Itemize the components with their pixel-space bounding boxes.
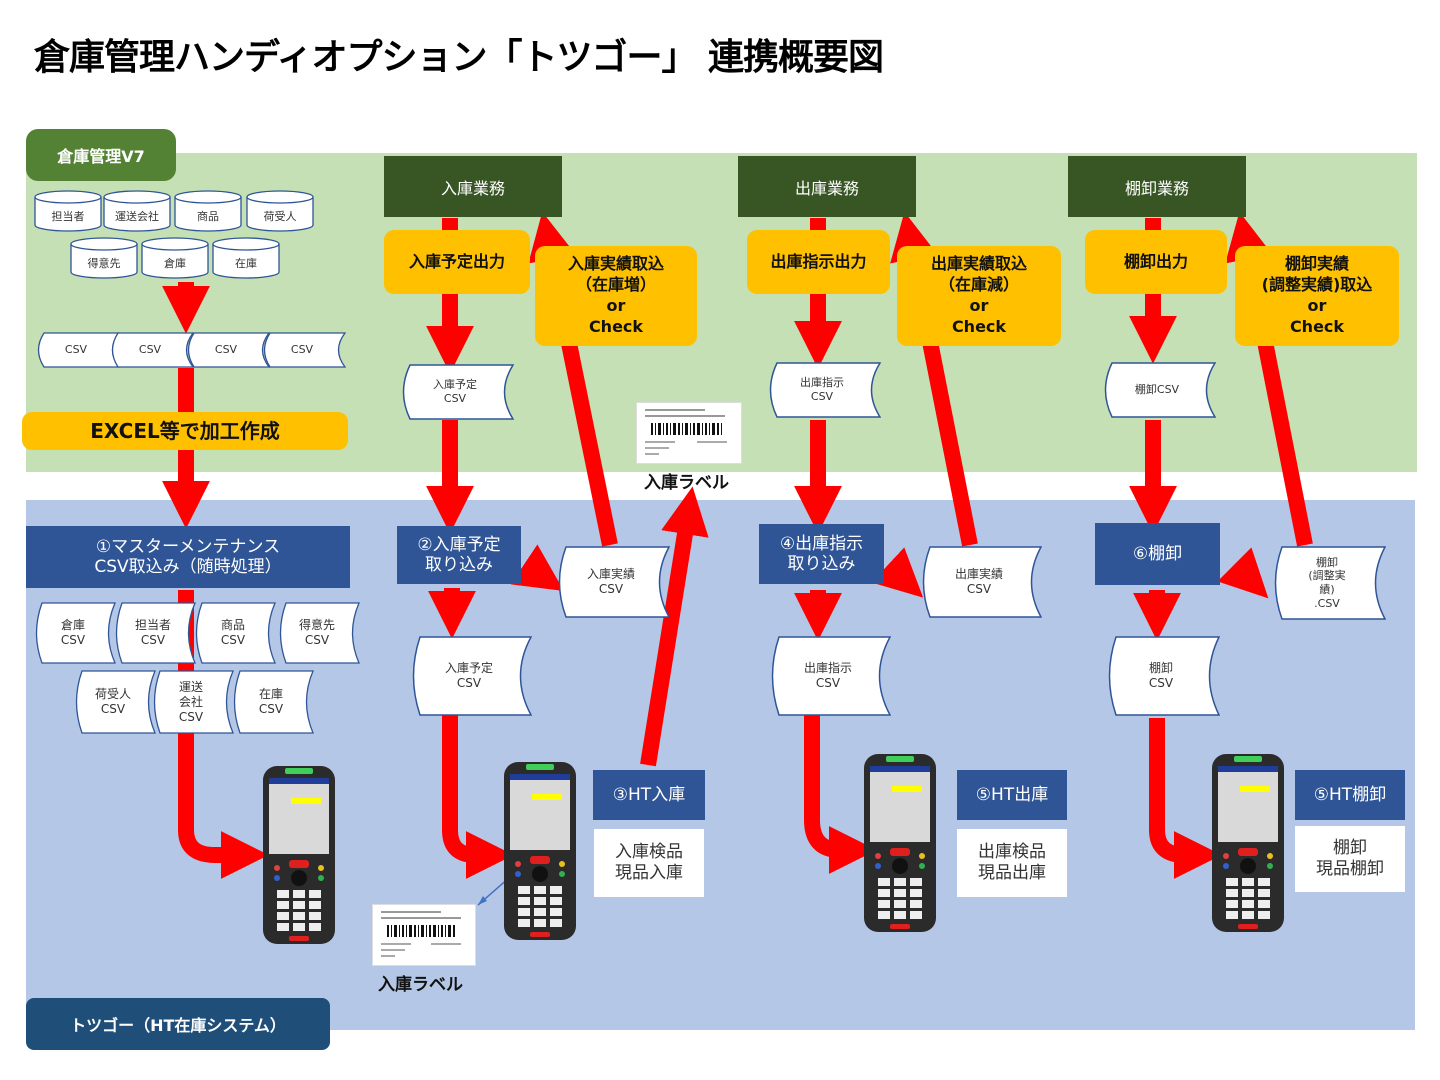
inventory-csv-top: 棚卸CSV xyxy=(1098,362,1216,418)
shipping-business-box: 出庫業務 xyxy=(738,156,916,217)
master-database: 運送会社 xyxy=(103,190,171,232)
database-label: 得意先 xyxy=(87,257,121,270)
database-label: 担当者 xyxy=(51,210,85,223)
receiving-label-top-caption: 入庫ラベル xyxy=(644,473,729,493)
shipping-import-box: 出庫実績取込 （在庫減） or Check xyxy=(897,246,1061,346)
master-database: 担当者 xyxy=(34,190,102,232)
totsugo-label: トツゴー（HT在庫システム） xyxy=(26,998,330,1050)
excel-process-label: EXCEL等で加工作成 xyxy=(22,412,348,450)
handheld-terminal xyxy=(502,760,578,942)
step-1-master-import: ①マスターメンテナンス CSV取込み（随時処理） xyxy=(26,526,350,588)
handheld-terminal xyxy=(862,752,938,934)
inventory-business-box: 棚卸業務 xyxy=(1068,156,1246,217)
inventory-output-box: 棚卸出力 xyxy=(1085,230,1227,294)
inventory-csv-bottom: 棚卸 CSV xyxy=(1102,636,1220,716)
step-4-shipping-import: ④出庫指示 取り込み xyxy=(759,524,884,584)
receiving-label-bottom-image xyxy=(372,904,476,966)
step-3-ht-receiving: ③HT入庫 xyxy=(593,770,705,820)
imported-master-csv: 商品 CSV xyxy=(190,602,276,664)
database-label: 倉庫 xyxy=(164,257,186,270)
step-5-ht-shipping: ⑤HT出庫 xyxy=(957,770,1067,820)
receiving-label-top-image xyxy=(636,402,742,464)
master-database: 在庫 xyxy=(212,237,280,279)
imported-master-csv: 荷受人 CSV xyxy=(70,670,156,734)
database-label: 荷受人 xyxy=(263,210,297,223)
ht-shipping-description: 出庫検品 現品出庫 xyxy=(957,829,1067,897)
step-6-inventory: ⑥棚卸 xyxy=(1095,523,1220,585)
page-title: 倉庫管理ハンディオプション「トツゴー」 連携概要図 xyxy=(34,37,884,78)
warehouse-v7-label: 倉庫管理V7 xyxy=(26,129,176,181)
receiving-plan-csv-top: 入庫予定 CSV xyxy=(396,364,514,420)
inventory-import-box: 棚卸実績 (調整実績)取込 or Check xyxy=(1235,246,1399,346)
shipping-instruction-csv-bottom: 出庫指示 CSV xyxy=(765,636,891,716)
handheld-terminal xyxy=(261,764,337,946)
master-csv-file: CSV xyxy=(182,332,270,368)
ht-receiving-description: 入庫検品 現品入庫 xyxy=(594,829,704,897)
receiving-import-box: 入庫実績取込 （在庫増） or Check xyxy=(535,246,697,346)
receiving-output-box: 入庫予定出力 xyxy=(384,230,530,294)
database-label: 運送会社 xyxy=(115,210,159,223)
shipping-result-csv: 出庫実績 CSV xyxy=(916,546,1042,618)
shipping-instruction-csv-top: 出庫指示 CSV xyxy=(763,362,881,418)
master-database: 得意先 xyxy=(70,237,138,279)
ht-inventory-description: 棚卸 現品棚卸 xyxy=(1295,826,1405,892)
master-csv-file: CSV xyxy=(258,332,346,368)
receiving-result-csv: 入庫実績 CSV xyxy=(552,546,670,618)
receiving-plan-csv-bottom: 入庫予定 CSV xyxy=(406,636,532,716)
handheld-terminal xyxy=(1210,752,1286,934)
receiving-label-bottom-caption: 入庫ラベル xyxy=(378,975,463,995)
master-csv-file: CSV xyxy=(106,332,194,368)
step-5-ht-inventory: ⑤HT棚卸 xyxy=(1295,770,1405,820)
step-2-receiving-import: ②入庫予定 取り込み xyxy=(397,526,521,584)
imported-master-csv: 倉庫 CSV xyxy=(30,602,116,664)
master-database: 倉庫 xyxy=(141,237,209,279)
master-database: 荷受人 xyxy=(246,190,314,232)
imported-master-csv: 担当者 CSV xyxy=(110,602,196,664)
shipping-output-box: 出庫指示出力 xyxy=(747,230,890,294)
receiving-business-box: 入庫業務 xyxy=(384,156,562,217)
imported-master-csv: 在庫 CSV xyxy=(228,670,314,734)
database-label: 商品 xyxy=(197,210,219,223)
imported-master-csv: 運送 会社 CSV xyxy=(148,670,234,734)
inventory-result-csv: 棚卸 (調整実 績) .CSV xyxy=(1268,546,1386,620)
imported-master-csv: 得意先 CSV xyxy=(274,602,360,664)
database-label: 在庫 xyxy=(235,257,257,270)
master-database: 商品 xyxy=(174,190,242,232)
